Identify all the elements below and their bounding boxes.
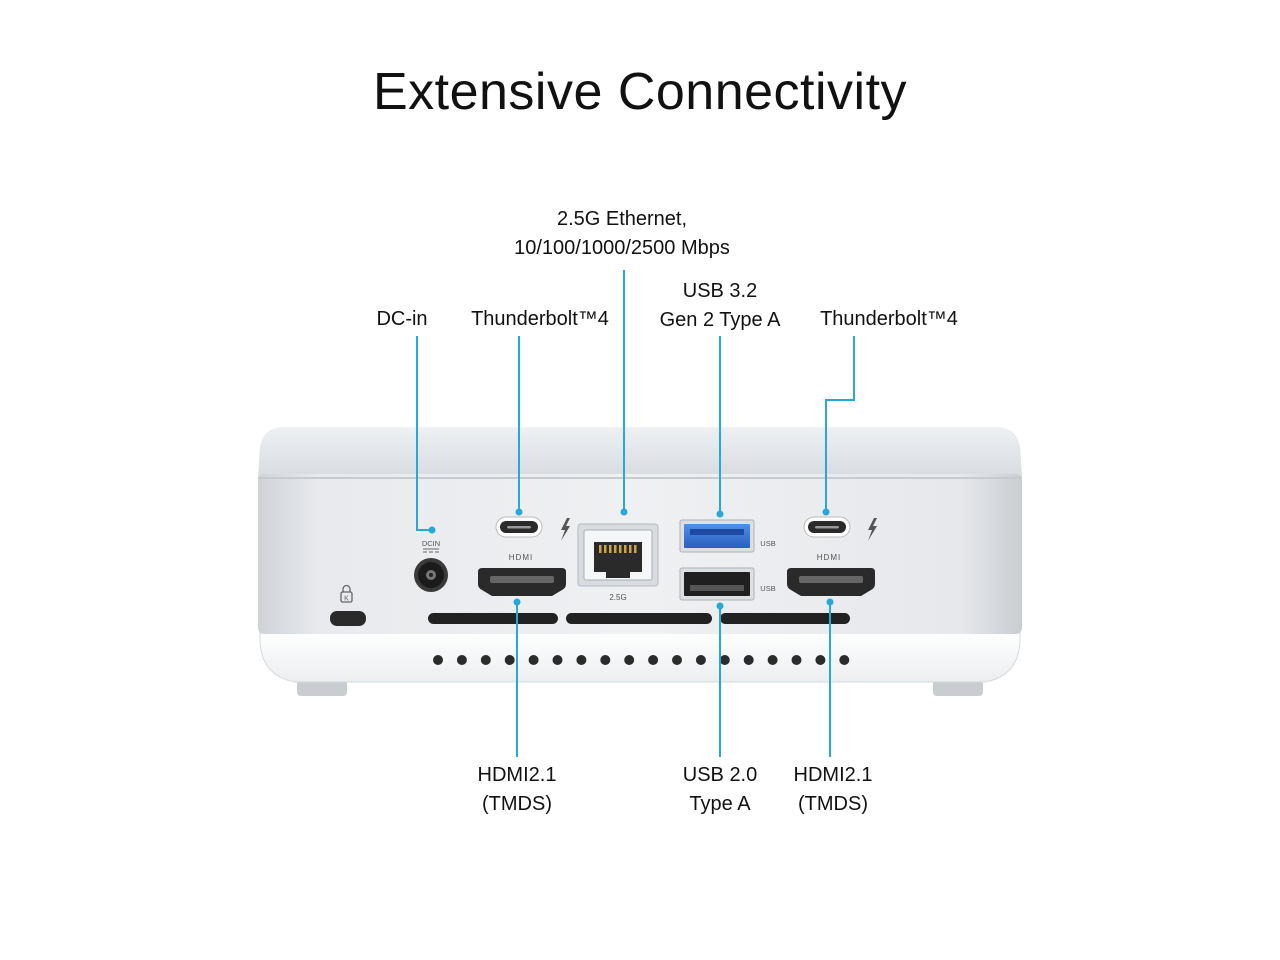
vent-hole (504, 655, 515, 665)
lan-marking: 2.5G (609, 593, 626, 602)
label-usb32-line1: USB 3.2 (682, 280, 758, 302)
label-usb32: USB 3.2 Gen 2 Type A (660, 277, 781, 335)
label-usb20-line2: Type A (689, 793, 751, 815)
kensington-lock-slot: K (330, 584, 366, 626)
vent-hole (695, 655, 706, 665)
vent-slot-center (566, 613, 712, 624)
vent-hole (624, 655, 635, 665)
label-usb20-line1: USB 2.0 (682, 764, 758, 786)
vent-hole (528, 655, 539, 665)
label-hdmi-left: HDMI2.1 (TMDS) (478, 761, 557, 819)
foot-left (297, 680, 347, 696)
thunderbolt-icon (868, 518, 877, 541)
label-ethernet-line2: 10/100/1000/2500 Mbps (514, 237, 730, 259)
label-hdmi-left-line2: (TMDS) (482, 793, 552, 815)
vent-hole (433, 655, 443, 665)
rj45-pin (634, 545, 637, 553)
leader-endpoint (826, 598, 834, 606)
leader-endpoint (716, 602, 724, 610)
device-top (258, 427, 1022, 478)
label-ethernet-line1: 2.5G Ethernet, (556, 208, 688, 230)
label-hdmi-right-line2: (TMDS) (798, 793, 868, 815)
vent-hole (552, 655, 563, 665)
vent-hole (719, 655, 730, 665)
rj45-pin (599, 545, 602, 553)
vent-hole (648, 655, 659, 665)
label-hdmi-left-line1: HDMI2.1 (477, 764, 557, 786)
label-thunderbolt-left: Thunderbolt™4 (471, 308, 609, 330)
vent-slot-right (720, 613, 850, 624)
device-base (259, 629, 1021, 683)
label-hdmi-right: HDMI2.1 (TMDS) (794, 761, 873, 819)
leader-endpoint (716, 510, 724, 518)
thunderbolt-icon (561, 518, 570, 541)
thunderbolt-port-left (495, 516, 570, 541)
leader-endpoint (428, 526, 436, 534)
svg-text:K: K (344, 596, 349, 603)
rj45-pin (619, 545, 622, 553)
hdmi-left-marking: HDMI (509, 553, 533, 562)
foot-right (933, 680, 983, 696)
vent-hole (576, 655, 587, 665)
usb32-port: USB (679, 519, 776, 553)
vent-slot-left (428, 613, 558, 624)
vent-hole (672, 655, 682, 665)
label-thunderbolt-right: Thunderbolt™4 (820, 308, 958, 330)
usb-top-marking: USB (760, 539, 775, 548)
leader-thunderbolt-right (825, 336, 855, 512)
leader-endpoint (822, 508, 830, 516)
label-usb32-line2: Gen 2 Type A (659, 309, 781, 331)
usb20-port: USB (679, 567, 776, 601)
leader-endpoint (515, 508, 523, 516)
rj45-pin (624, 545, 627, 553)
vent-holes (433, 655, 850, 665)
leader-endpoint (513, 598, 521, 606)
usb-bottom-marking: USB (760, 584, 775, 593)
vent-hole (456, 655, 467, 665)
vent-hole (480, 655, 491, 665)
vent-hole (839, 655, 850, 665)
dc-in-port: DCIN (414, 539, 448, 592)
page-title: Extensive Connectivity (372, 63, 908, 121)
rj45-pin (629, 545, 632, 553)
leader-endpoint (620, 508, 628, 516)
label-usb20: USB 2.0 Type A (683, 761, 757, 819)
vent-hole (743, 655, 754, 665)
label-ethernet: 2.5G Ethernet, 10/100/1000/2500 Mbps (514, 205, 730, 263)
thunderbolt-port-right (803, 516, 877, 541)
vent-hole (815, 655, 826, 665)
vent-hole (791, 655, 802, 665)
leader-dc-in (416, 336, 432, 531)
kensington-lock-icon: K (340, 584, 353, 603)
label-dc-in: DC-in (376, 308, 428, 330)
dc-in-marking: DCIN (422, 539, 440, 548)
hdmi-right-marking: HDMI (817, 553, 841, 562)
hdmi-port-left: HDMI (478, 553, 566, 596)
rj45-pin (604, 545, 607, 553)
ethernet-port: 2.5G (577, 523, 659, 602)
rj45-pin (614, 545, 617, 553)
label-hdmi-right-line1: HDMI2.1 (793, 764, 873, 786)
vent-hole (767, 655, 778, 665)
vent-hole (600, 655, 611, 665)
rj45-pin (609, 545, 612, 553)
hdmi-port-right: HDMI (787, 553, 875, 596)
